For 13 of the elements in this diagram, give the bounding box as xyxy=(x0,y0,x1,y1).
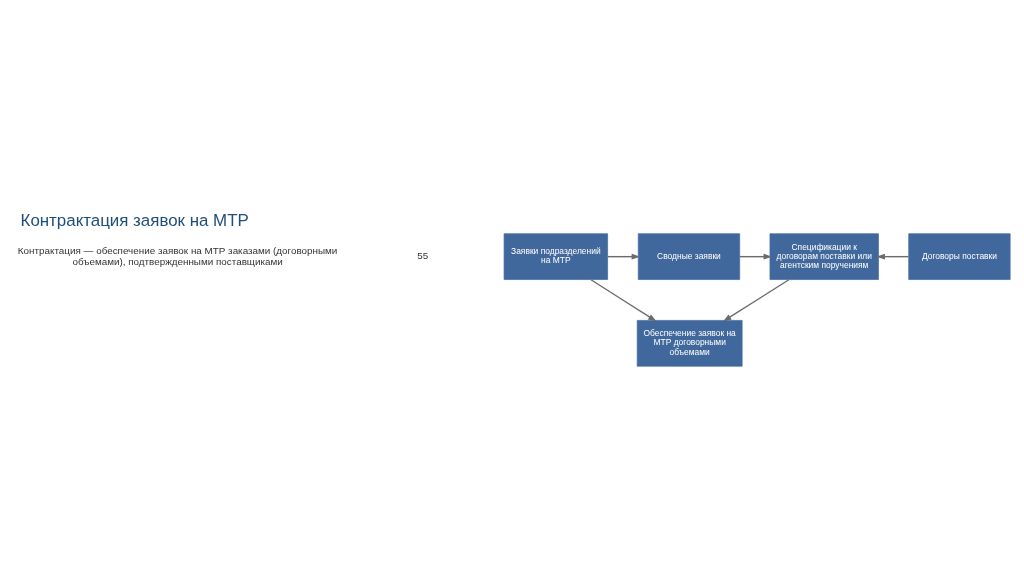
node-box: Договоры поставки xyxy=(908,233,1011,280)
diagram-title: Контрактация заявок на МТР xyxy=(20,211,249,231)
node-box: Сводные заявки xyxy=(637,233,741,280)
label: 55 xyxy=(417,250,429,262)
arrow xyxy=(590,279,657,322)
arrow xyxy=(722,279,790,322)
node-box: Заявки подразделений на МТР xyxy=(503,233,608,280)
arrow xyxy=(876,253,910,260)
node-box: Обеспечение заявок на МТР договорными объемами xyxy=(636,320,743,367)
arrow xyxy=(739,253,773,260)
node-box: Спецификации к договорам поставки или агентским поручениям xyxy=(769,233,879,280)
arrow xyxy=(607,253,641,260)
label: Контрактация — обеспечение заявок на МТР заказами (договорными объемами), подтвержденными поставщиками xyxy=(17,244,338,267)
